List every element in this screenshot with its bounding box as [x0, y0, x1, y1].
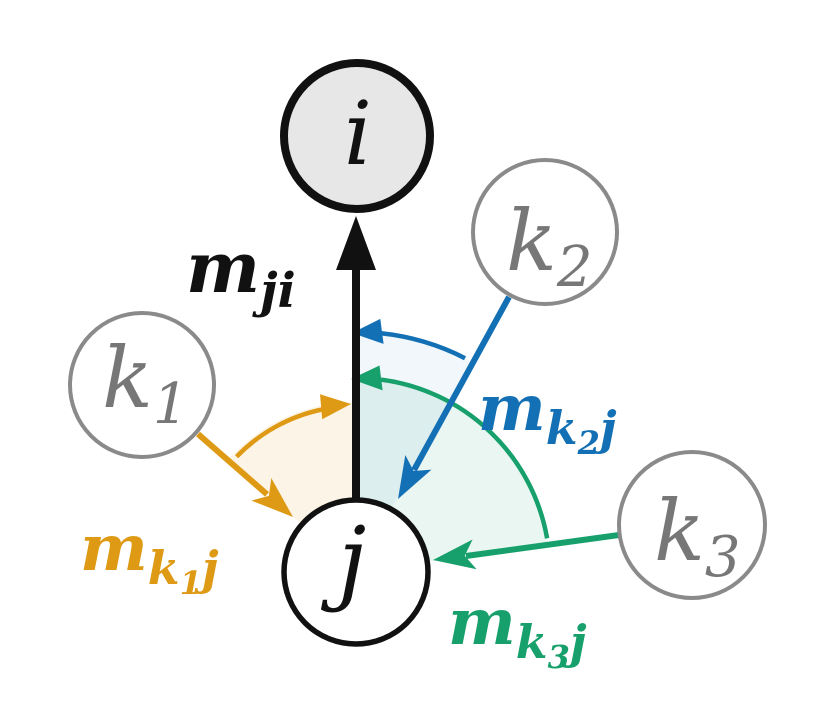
- node-k1-base: k: [102, 329, 153, 427]
- message-k1j-sub-k: k: [148, 541, 180, 595]
- message-k3j-sub-k: k: [516, 615, 548, 669]
- message-arrow-ji-arrowhead-icon: [336, 216, 376, 270]
- angle-arc-k3-arrowhead-icon: [351, 365, 383, 391]
- message-k2j-sub-k: k: [546, 401, 578, 455]
- node-i-circle: [280, 59, 434, 213]
- node-k1-label: k1: [102, 329, 189, 437]
- message-arrow-k3-to-j: [433, 532, 620, 570]
- angle-arc-k2: [352, 318, 467, 361]
- node-k2-sub: 2: [556, 235, 593, 300]
- node-k2-circle: [471, 158, 619, 306]
- message-arrow-k1-to-j: [196, 431, 293, 517]
- node-k2-label: k2: [506, 192, 593, 300]
- message-arrow-k2-arrowhead-icon: [398, 455, 432, 499]
- angle-arc-k1: [234, 394, 351, 459]
- message-ji-base: m: [186, 226, 260, 309]
- message-arrow-j-to-i: [336, 216, 376, 501]
- angle-arc-k3-path: [380, 377, 550, 539]
- angle-arc-k1-path: [234, 407, 323, 459]
- message-arrow-k2-to-j: [398, 295, 512, 499]
- message-k1j-sub-index: 1: [180, 564, 202, 602]
- node-k3-sub: 3: [705, 525, 741, 590]
- node-k3-label: k3: [654, 482, 741, 590]
- message-ji-sub: ji: [252, 263, 296, 319]
- message-k3j-sub-index: 3: [548, 638, 570, 676]
- angle-arc-k2-path: [380, 331, 467, 361]
- message-k2j-base: m: [478, 371, 546, 446]
- message-k2j-sub-index: 2: [577, 424, 600, 462]
- message-k1j-base: m: [80, 511, 148, 586]
- message-arrow-k3-arrowhead-icon: [433, 539, 477, 570]
- node-i-label: i: [344, 82, 372, 185]
- message-arrow-k2-shaft: [411, 295, 512, 472]
- node-k1-circle: [68, 311, 216, 459]
- angle-arc-k2-arrowhead-icon: [352, 318, 384, 344]
- message-label-k2j: mk2j: [478, 371, 617, 462]
- message-arrow-k3-shaft: [465, 532, 620, 559]
- message-k3j-base: m: [448, 585, 516, 660]
- message-label-ji: mji: [186, 226, 296, 319]
- message-arrow-k1-arrowhead-icon: [251, 478, 293, 517]
- message-arrow-k1-shaft: [196, 431, 269, 497]
- node-k1-sub: 1: [153, 372, 189, 437]
- angle-arc-k3: [351, 365, 550, 539]
- message-label-k3j: mk3j: [448, 585, 587, 676]
- node-i-label-text: i: [344, 82, 372, 185]
- angle-arc-k1-arrowhead-icon: [320, 394, 351, 420]
- node-k3-circle: [617, 450, 767, 600]
- node-j-circle: [281, 497, 431, 647]
- message-label-k1j: mk1j: [80, 511, 219, 602]
- node-k2-base: k: [506, 192, 557, 290]
- node-k3-base: k: [654, 482, 705, 580]
